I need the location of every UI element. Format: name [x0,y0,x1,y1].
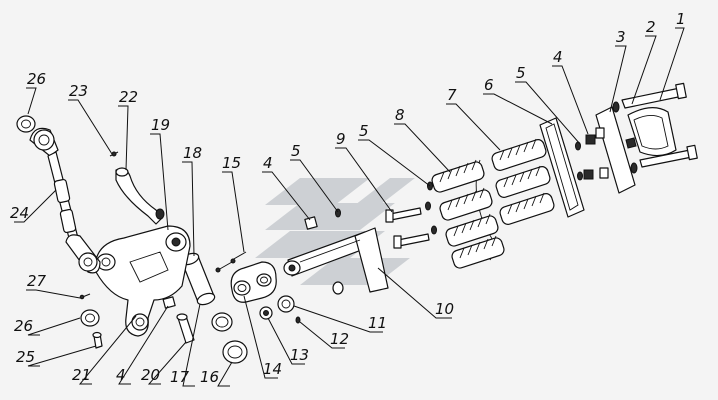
part-25-bolt [92,331,103,349]
callout-22: 22 [119,88,138,106]
part-11-bushing [277,295,295,313]
part-15-pin [215,251,247,273]
part-8-spring-pack [431,159,505,269]
part-24-tie-rod [29,127,101,274]
part-5-washer-right [575,141,583,181]
callout-1: 1 [676,10,686,28]
callout-25: 25 [16,348,35,366]
part-14-link-plate [230,261,277,303]
callout-10: 10 [435,300,454,318]
callout-5-left: 5 [291,142,301,160]
callout-4-lower: 4 [116,366,126,384]
callout-17: 17 [170,368,190,386]
callout-5-mid: 5 [359,122,369,140]
part-5-washer-mid [425,181,437,235]
callout-7: 7 [447,86,457,104]
callout-4-left: 4 [263,154,273,172]
part-10-lever-bar [283,227,389,295]
part-19-bracket [95,225,191,337]
callout-5: 5 [516,64,526,82]
callout-8: 8 [395,106,405,124]
part-22-hose [115,167,165,225]
part-17-ring [211,312,233,332]
part-4-nut-lower [162,296,176,309]
part-12-washer [295,316,301,324]
part-27-pin [79,293,91,300]
part-1-bolt [621,82,698,168]
callout-19: 19 [151,116,170,134]
callout-9: 9 [336,130,346,148]
part-2-washer [612,101,638,174]
callout-labels: 1 2 3 4 5 6 7 8 5 9 5 4 10 11 12 13 14 1… [10,10,686,386]
callout-26-lower: 26 [14,317,33,335]
part-6-spacer-bar [539,117,585,218]
callout-12: 12 [330,330,349,348]
callout-13: 13 [290,346,309,364]
part-26-bushing-upper [16,115,36,133]
callout-16: 16 [200,368,219,386]
callout-24: 24 [10,204,29,222]
callout-3: 3 [616,28,626,46]
part-9-bolt [385,207,430,249]
callout-21: 21 [72,366,91,384]
callout-23: 23 [69,82,88,100]
callout-11: 11 [368,314,387,332]
part-13-bushing [259,306,273,320]
part-3-clamp-plate [595,106,677,194]
part-4-nut-left [304,216,318,230]
part-26-bushing-lower [80,309,100,327]
callout-26-upper: 26 [27,70,46,88]
callout-18: 18 [183,144,202,162]
callout-4: 4 [553,48,563,66]
callout-20: 20 [141,366,160,384]
callout-2: 2 [646,18,656,36]
callout-27: 27 [27,272,47,290]
leader-lines [14,27,685,387]
part-4-nut-right [583,127,609,180]
callout-15: 15 [222,154,241,172]
watermark-logo [255,178,415,285]
callout-6: 6 [484,76,494,94]
callout-14: 14 [263,360,282,378]
part-16-ring [222,340,248,364]
part-20-bolt [176,313,195,344]
